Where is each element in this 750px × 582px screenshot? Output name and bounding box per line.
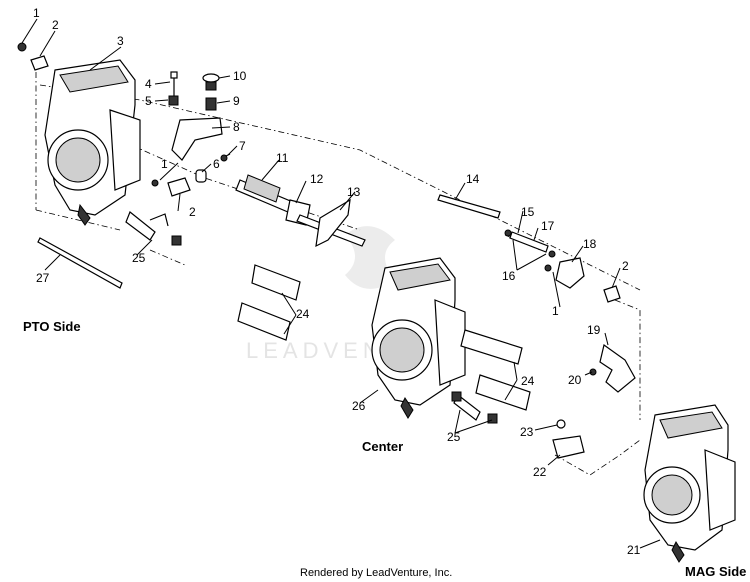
carburetor-mag (643, 404, 736, 563)
footer-credit: Rendered by LeadVenture, Inc. (300, 567, 452, 579)
callout-24-left: 24 (296, 307, 310, 321)
callout-27: 27 (36, 271, 50, 285)
callout-21: 21 (627, 543, 641, 557)
callout-6: 6 (213, 157, 220, 171)
callout-2-right: 2 (622, 259, 629, 273)
callout-1-top: 1 (33, 6, 40, 20)
callout-12: 12 (310, 172, 324, 186)
callout-2-mid: 2 (189, 205, 196, 219)
label-mag-side: MAG Side (685, 564, 746, 579)
callout-1-right: 1 (552, 304, 559, 318)
callout-10: 10 (233, 69, 247, 83)
callout-3: 3 (117, 34, 124, 48)
callout-24-right: 24 (521, 374, 535, 388)
callout-15: 15 (521, 205, 535, 219)
callout-20: 20 (568, 373, 582, 387)
callout-8: 8 (233, 120, 240, 134)
callout-19: 19 (587, 323, 601, 337)
callout-25-center: 25 (447, 430, 461, 444)
callout-9: 9 (233, 94, 240, 108)
label-center: Center (362, 439, 403, 454)
callout-1-mid: 1 (161, 157, 168, 171)
carburetor-pto (44, 59, 141, 226)
callout-25-left: 25 (132, 251, 146, 265)
callout-17: 17 (541, 219, 555, 233)
callout-2-top: 2 (52, 18, 59, 32)
callout-26: 26 (352, 399, 366, 413)
callout-13: 13 (347, 185, 361, 199)
callouts: 1 2 3 4 5 10 9 8 7 6 1 2 11 12 13 25 27 … (33, 6, 641, 557)
label-pto-side: PTO Side (23, 319, 81, 334)
leader-lines (21, 18, 661, 549)
callout-7: 7 (239, 139, 246, 153)
callout-16: 16 (502, 269, 516, 283)
carburetor-center (371, 257, 466, 419)
callout-18: 18 (583, 237, 597, 251)
callout-11: 11 (276, 151, 289, 165)
small-parts (17, 42, 636, 459)
callout-14: 14 (466, 172, 480, 186)
callout-5: 5 (145, 94, 152, 108)
callout-22: 22 (533, 465, 547, 479)
callout-23: 23 (520, 425, 534, 439)
callout-4: 4 (145, 77, 152, 91)
